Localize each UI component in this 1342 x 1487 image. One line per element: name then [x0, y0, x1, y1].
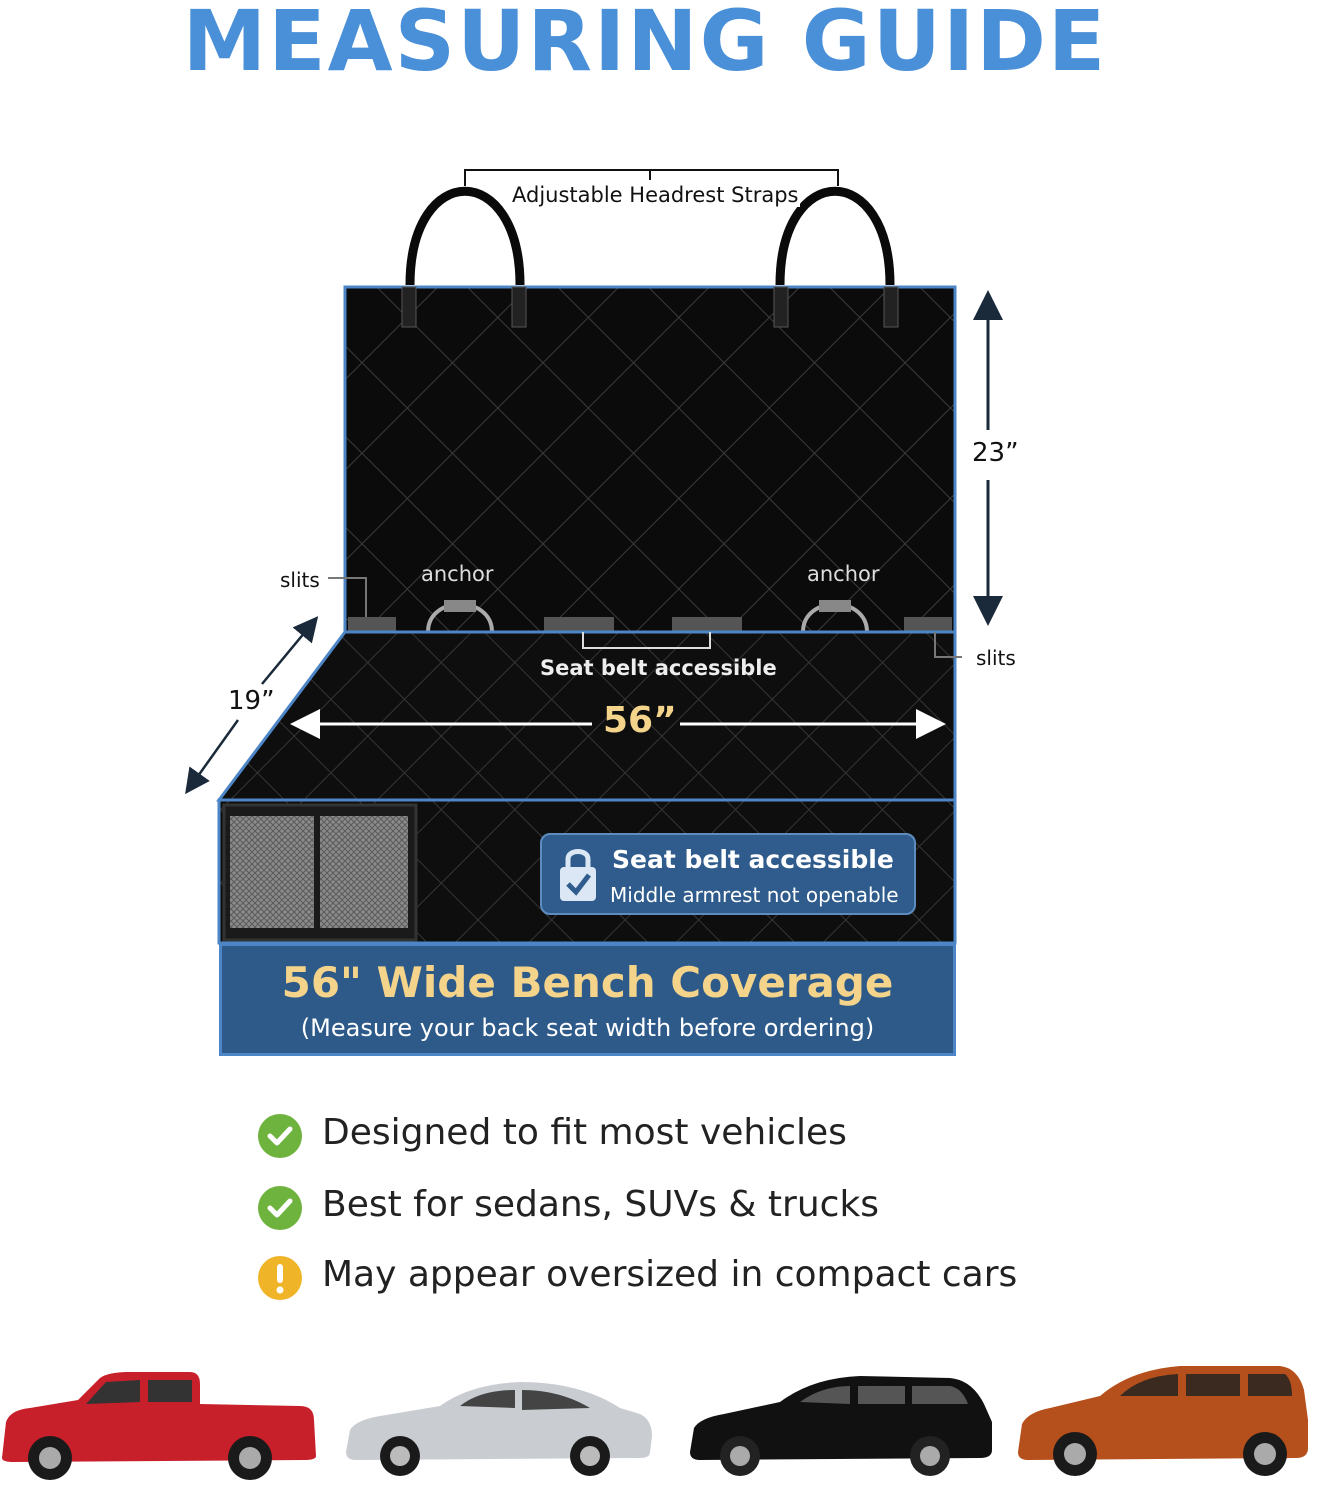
slits-right-label: slits	[976, 646, 1016, 670]
width-dimension: 56”	[603, 700, 677, 741]
height-dimension: 23”	[972, 438, 1019, 468]
depth-dimension: 19”	[228, 686, 275, 716]
suv-image	[1018, 1366, 1308, 1476]
warning-icon	[258, 1256, 302, 1300]
headrest-straps-label: Adjustable Headrest Straps	[510, 183, 801, 207]
seat-cover-diagram	[185, 169, 1003, 945]
slit-left	[348, 617, 396, 632]
sedan-image	[346, 1382, 652, 1476]
slit-right	[904, 617, 952, 632]
feature-text: Designed to fit most vehicles	[322, 1112, 847, 1153]
vehicle-row	[2, 1366, 1308, 1480]
check-icon	[258, 1186, 302, 1230]
lock-check-icon	[556, 845, 600, 909]
seat-belt-accessible-label: Seat belt accessible	[540, 656, 777, 680]
page-title: MEASURING GUIDE	[182, 0, 1108, 90]
seat-belt-badge: Seat belt accessible Middle armrest not …	[540, 833, 916, 915]
anchor-left-label: anchor	[421, 562, 494, 586]
right-strap	[775, 187, 895, 286]
check-icon	[258, 1114, 302, 1158]
left-strap	[405, 187, 525, 286]
banner-subtitle: (Measure your back seat width before ord…	[300, 1014, 875, 1042]
badge-line1: Seat belt accessible	[612, 845, 894, 874]
straps-bracket	[464, 169, 839, 186]
badge-line2: Middle armrest not openable	[610, 883, 899, 907]
pickup-truck-image	[2, 1372, 316, 1480]
wagon-image	[690, 1376, 992, 1476]
feature-text: Best for sedans, SUVs & trucks	[322, 1184, 880, 1225]
banner-title: 56" Wide Bench Coverage	[281, 958, 894, 1007]
feature-text: May appear oversized in compact cars	[322, 1254, 1018, 1295]
slits-left-label: slits	[280, 568, 320, 592]
anchor-right-label: anchor	[807, 562, 880, 586]
coverage-banner: 56" Wide Bench Coverage (Measure your ba…	[219, 943, 956, 1056]
